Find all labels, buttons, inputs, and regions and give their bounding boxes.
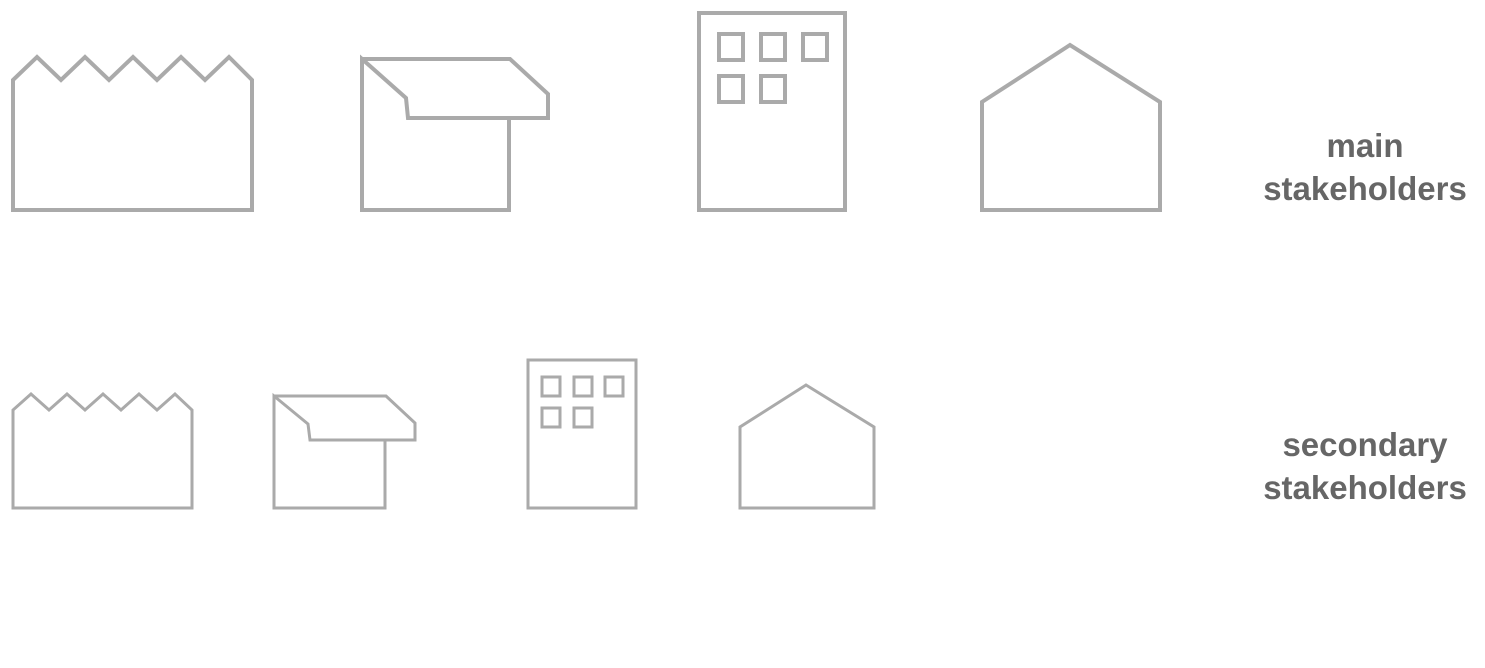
office-building-icon (526, 358, 638, 510)
window-icon (572, 375, 594, 398)
factory-icon (11, 391, 194, 510)
shop-icon (360, 54, 550, 212)
secondary-stakeholders-label: secondary stakeholders (1215, 423, 1485, 509)
window-icon (572, 406, 594, 429)
house-icon (738, 383, 876, 510)
secondary-stakeholders-icons (11, 358, 876, 510)
window-icon (540, 375, 562, 398)
main-stakeholders-icons (11, 11, 1162, 212)
main-label-line1: main (1326, 127, 1404, 164)
secondary-label-line1: secondary (1282, 426, 1448, 463)
window-icon (759, 32, 787, 62)
window-icon (717, 74, 745, 104)
window-icon (801, 32, 829, 62)
window-icon (717, 32, 745, 62)
office-building-icon (697, 11, 847, 212)
house-icon (980, 42, 1162, 212)
window-icon (603, 375, 625, 398)
main-label-line2: stakeholders (1263, 170, 1467, 207)
window-icon (540, 406, 562, 429)
window-icon (759, 74, 787, 104)
secondary-label-line2: stakeholders (1263, 469, 1467, 506)
factory-icon (11, 54, 254, 212)
main-stakeholders-label: main stakeholders (1215, 124, 1485, 210)
shop-icon (272, 392, 417, 510)
